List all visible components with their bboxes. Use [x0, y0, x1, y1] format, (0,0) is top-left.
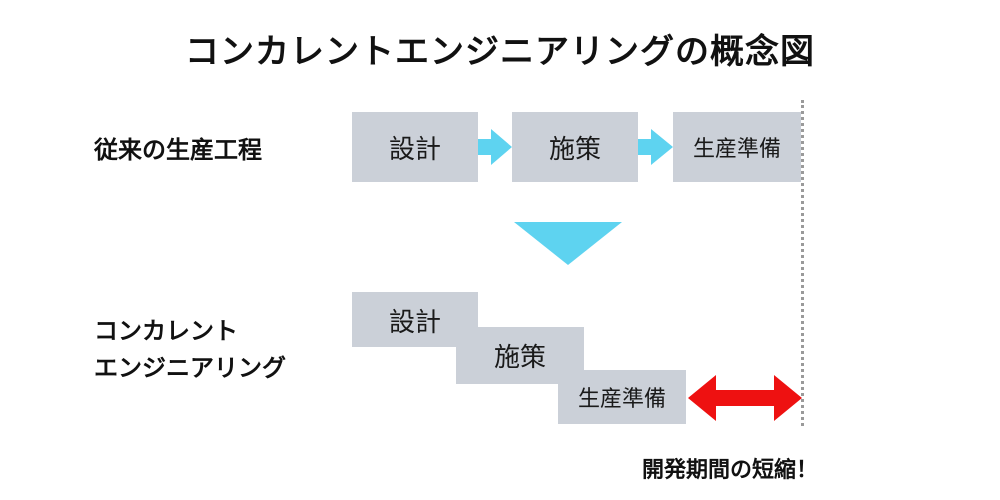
traditional-step-design: 設計: [352, 112, 478, 182]
diagram-title: コンカレントエンジニアリングの概念図: [185, 32, 815, 72]
traditional-step-design-label: 設計: [388, 134, 441, 165]
shortening-note: 開発期間の短縮！: [642, 458, 819, 483]
concurrent-step-production-prep: 生産準備: [558, 370, 686, 424]
concurrent-step-design-label: 設計: [388, 308, 441, 338]
concurrent-step-production-prep-label: 生産準備: [577, 387, 666, 412]
concurrent-label-line2: エンジニアリング: [94, 354, 286, 382]
cyan-right-arrow-icon: [638, 129, 673, 165]
concurrent-label-line1: コンカレント: [94, 317, 238, 345]
concurrent-step-trial-label: 施策: [493, 343, 546, 373]
red-double-arrow-icon: [688, 375, 802, 421]
traditional-step-production-prep: 生産準備: [673, 112, 801, 182]
deadline-dashed-line: [801, 100, 804, 426]
traditional-label: 従来の生産工程: [94, 136, 262, 164]
cyan-down-triangle-icon: [514, 222, 622, 265]
cyan-right-arrow-icon: [478, 129, 512, 165]
traditional-step-production-prep-label: 生産準備: [692, 137, 781, 162]
traditional-step-trial-label: 施策: [548, 134, 601, 165]
traditional-step-trial: 施策: [512, 112, 638, 182]
